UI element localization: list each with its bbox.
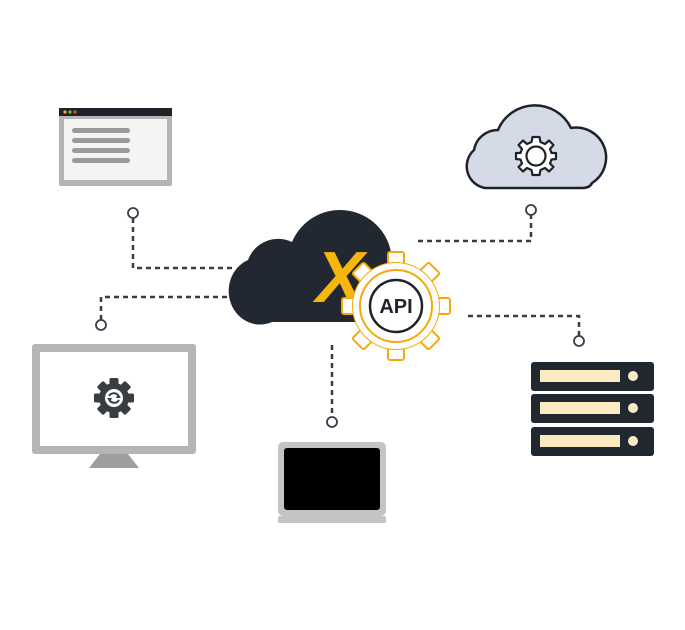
connector-server xyxy=(468,314,581,336)
server-unit xyxy=(531,427,654,456)
sync-gear-icon xyxy=(94,378,134,418)
api-gear: API xyxy=(341,251,451,361)
browser-window-icon xyxy=(59,108,172,186)
gear-icon xyxy=(514,135,558,177)
connectors xyxy=(99,215,581,416)
endpoint-server xyxy=(573,335,585,347)
server-unit xyxy=(531,394,654,423)
api-badge-label: API xyxy=(379,296,412,318)
endpoint-laptop xyxy=(326,416,338,428)
endpoint-browser xyxy=(127,207,139,219)
connector-monitor xyxy=(99,295,236,320)
server-rack-icon xyxy=(531,362,654,456)
connector-cloud xyxy=(418,215,533,243)
endpoint-monitor xyxy=(95,319,107,331)
connector-endpoints xyxy=(95,204,585,428)
cloud-settings-icon xyxy=(465,104,608,190)
desktop-monitor-sync-icon xyxy=(32,344,196,468)
connector-browser xyxy=(131,218,232,270)
endpoint-cloud xyxy=(525,204,537,216)
laptop-icon xyxy=(278,442,386,523)
server-unit xyxy=(531,362,654,391)
